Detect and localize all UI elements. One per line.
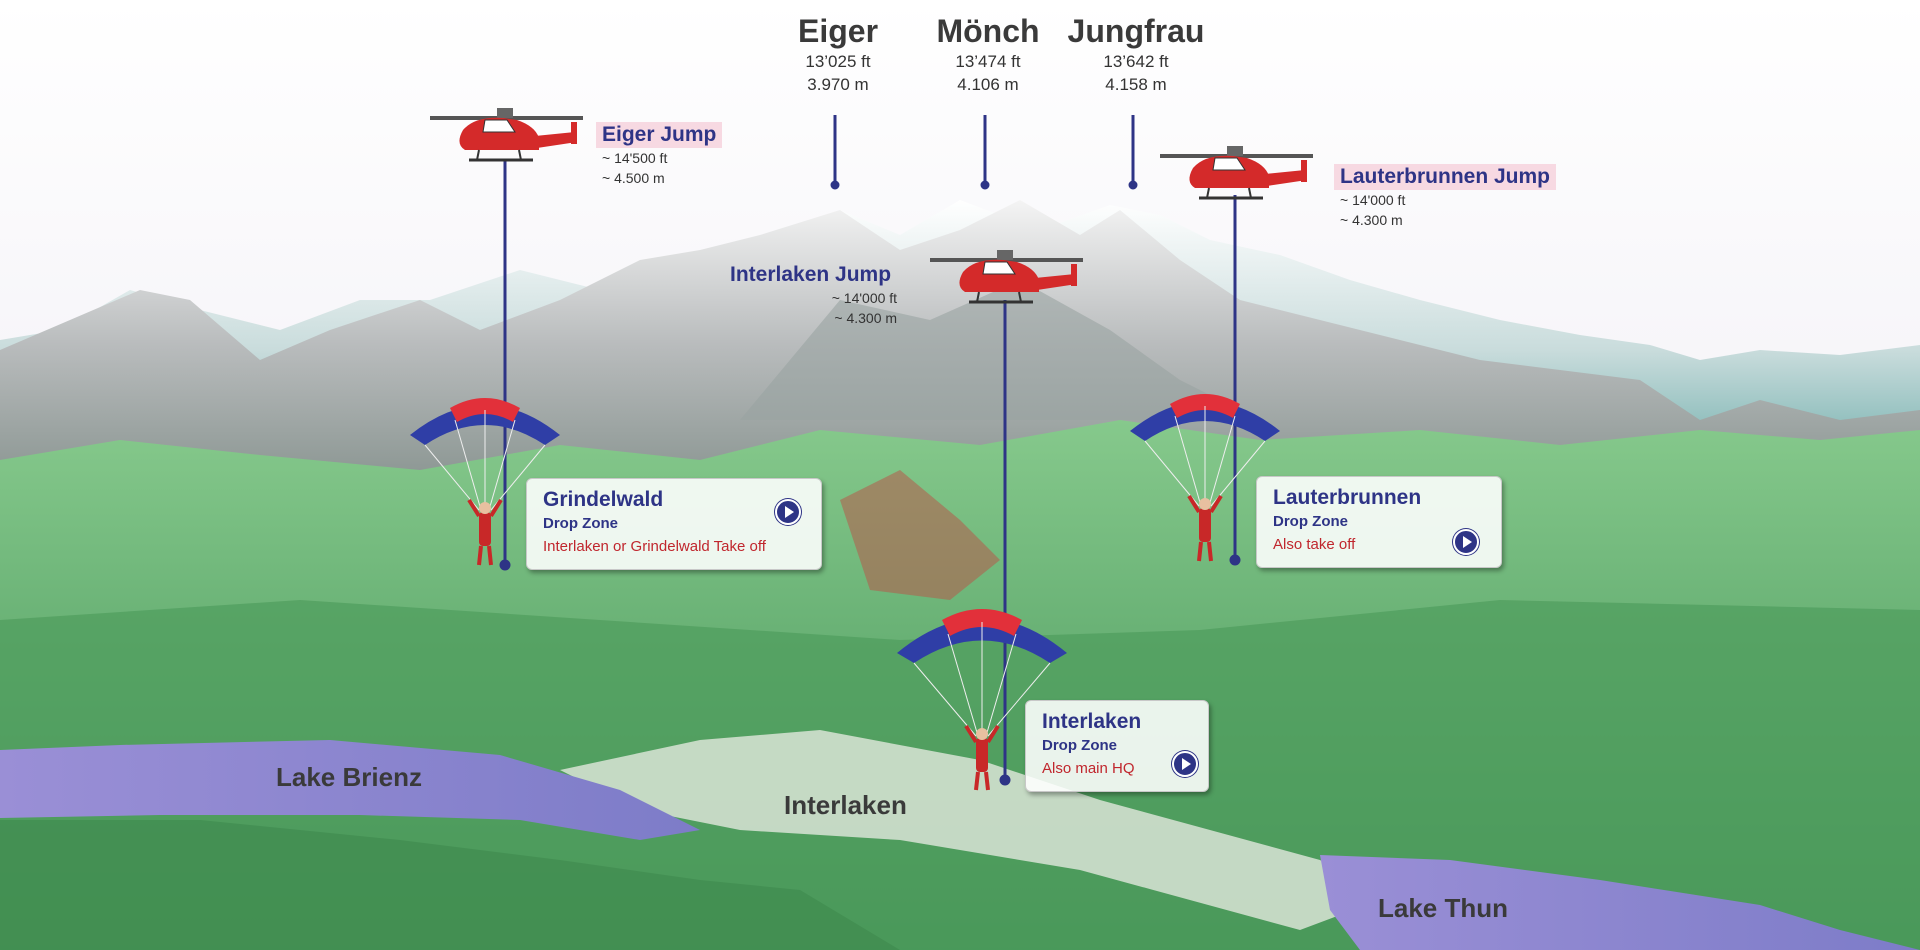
play-icon[interactable] [775, 499, 801, 525]
peak-name: Mönch [936, 13, 1040, 49]
dropzone-subtitle: Drop Zone [543, 515, 618, 532]
play-icon[interactable] [1453, 529, 1479, 555]
peak-altitude-ft: 13’474 ft [955, 52, 1021, 71]
jump-altitude-ft: ~ 14'000 ft [1340, 192, 1406, 208]
dropzone-note: Also main HQ [1042, 760, 1135, 777]
dropzone-note: Also take off [1273, 536, 1356, 553]
jump-interlaken: Interlaken Jump ~ 14'000 ft ~ 4.300 m [724, 262, 897, 328]
play-icon[interactable] [1172, 751, 1198, 777]
dropzone-name: Grindelwald [543, 488, 664, 511]
dropzone-subtitle: Drop Zone [1273, 513, 1348, 530]
dropzone-note: Interlaken or Grindelwald Take off [543, 538, 766, 555]
jump-altitude-m: ~ 4.300 m [1340, 212, 1403, 228]
label-lake-brienz: Lake Brienz [276, 762, 422, 792]
peak-name: Eiger [797, 13, 879, 49]
parachute-icon [410, 398, 560, 566]
helicopter-icon [430, 108, 583, 162]
jump-altitude-m: ~ 4.300 m [834, 310, 898, 326]
dropzone-subtitle: Drop Zone [1042, 737, 1117, 754]
label-lake-thun: Lake Thun [1378, 893, 1509, 923]
dropzone-name: Lauterbrunnen [1273, 486, 1422, 509]
peak-altitude-ft: 13’642 ft [1103, 52, 1169, 71]
dropzone-lauterbrunnen[interactable]: Lauterbrunnen Drop Zone Also take off [1256, 476, 1502, 568]
peak-altitude-m: 3.970 m [807, 75, 869, 94]
parachute-icon [897, 609, 1067, 791]
label-interlaken: Interlaken [784, 790, 907, 820]
peak-name: Jungfrau [1067, 13, 1205, 49]
jump-altitude-ft: ~ 14'500 ft [602, 150, 668, 166]
parachute-icon [1130, 394, 1280, 562]
dropzone-interlaken[interactable]: Interlaken Drop Zone Also main HQ [1025, 700, 1209, 792]
jump-eiger: Eiger Jump ~ 14'500 ft ~ 4.500 m [596, 122, 723, 188]
helicopter-icon [1160, 146, 1313, 200]
jump-name: Interlaken Jump [730, 263, 892, 286]
peak-altitude-ft: 13’025 ft [805, 52, 871, 71]
peak-altitude-m: 4.106 m [957, 75, 1019, 94]
peak-monch: Mönch 13’474 ft 4.106 m [888, 12, 1088, 96]
jump-altitude-ft: ~ 14'000 ft [831, 290, 898, 306]
peak-altitude-m: 4.158 m [1105, 75, 1167, 94]
peak-jungfrau: Jungfrau 13’642 ft 4.158 m [1036, 12, 1236, 96]
jump-altitude-m: ~ 4.500 m [602, 170, 665, 186]
peak-eiger: Eiger 13’025 ft 3.970 m [738, 12, 938, 96]
dropzone-name: Interlaken [1042, 710, 1142, 733]
jump-name: Lauterbrunnen Jump [1334, 164, 1557, 190]
jump-lauterbrunnen: Lauterbrunnen Jump ~ 14'000 ft ~ 4.300 m [1334, 164, 1557, 230]
jump-name: Eiger Jump [596, 122, 723, 148]
dropzone-grindelwald[interactable]: Grindelwald Drop Zone Interlaken or Grin… [526, 478, 822, 570]
helicopter-icon [930, 250, 1083, 304]
